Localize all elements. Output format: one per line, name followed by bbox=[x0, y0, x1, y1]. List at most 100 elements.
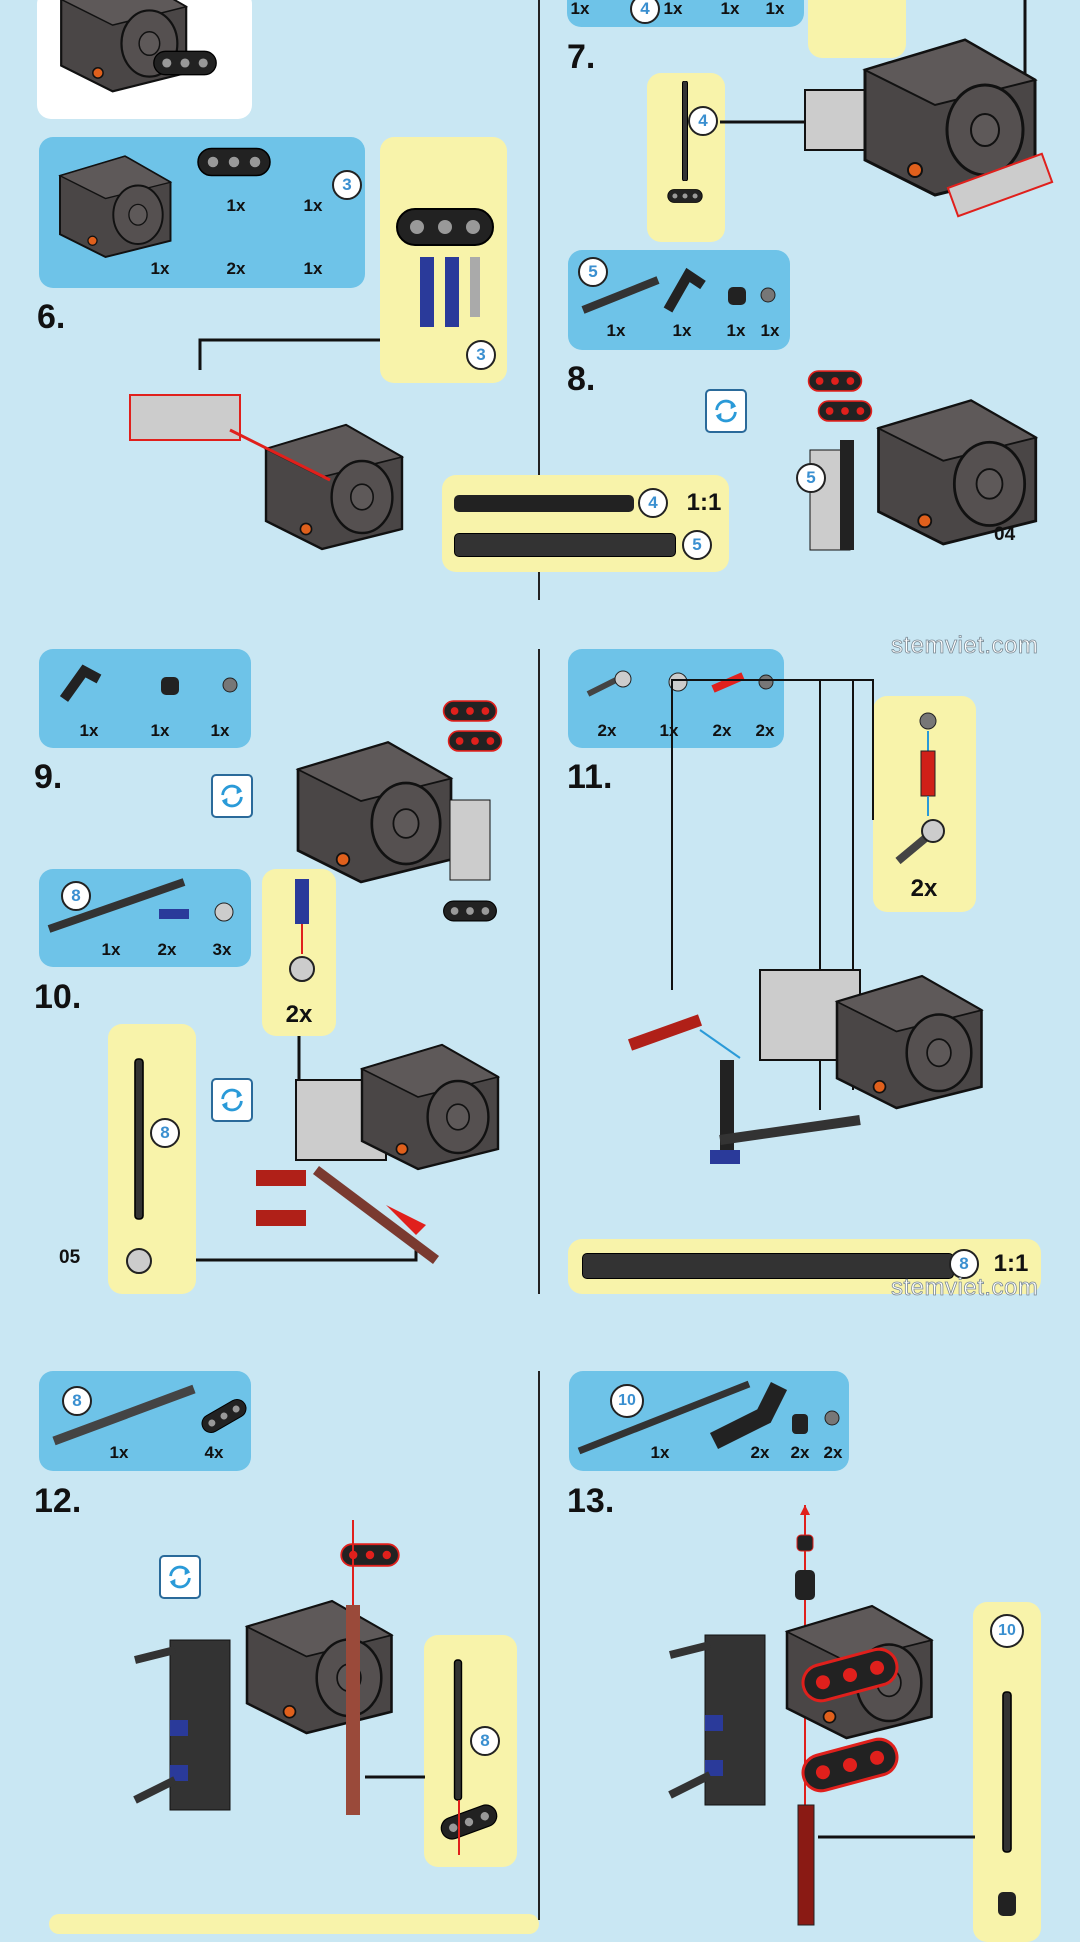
axle-length-badge: 5 bbox=[682, 530, 712, 560]
step-number: 6. bbox=[37, 298, 66, 336]
connector-illustration bbox=[289, 879, 315, 982]
part-count: 4x bbox=[204, 1443, 224, 1462]
part-count: 1x bbox=[150, 721, 170, 740]
subassembly-illustration bbox=[396, 208, 494, 327]
axle-scale-callout bbox=[442, 475, 729, 572]
column-divider bbox=[538, 0, 540, 600]
part-count: 2x bbox=[157, 940, 177, 959]
step-number: 13. bbox=[567, 1482, 615, 1520]
axle-length-badge: 8 bbox=[150, 1118, 180, 1148]
part-icons bbox=[586, 670, 774, 697]
step-6-parts-box bbox=[39, 137, 365, 288]
step-7-parts-box bbox=[567, 0, 804, 27]
part-icons bbox=[59, 664, 238, 702]
model-illustration bbox=[60, 0, 217, 93]
axle-length-badge: 10 bbox=[990, 1614, 1024, 1648]
part-count: 2x bbox=[226, 259, 246, 278]
axle-length-badge: 8 bbox=[61, 881, 91, 911]
step-12-subassembly-callout bbox=[424, 1635, 517, 1867]
part-count: 1x bbox=[210, 721, 230, 740]
axle-length-badge: 3 bbox=[466, 340, 496, 370]
step-7-top-callout bbox=[808, 0, 906, 58]
beam-part-icon bbox=[197, 147, 271, 177]
part-count: 1x bbox=[226, 196, 246, 215]
part-count: 1x bbox=[663, 0, 683, 18]
axle-illustration bbox=[126, 1058, 152, 1274]
part-count: 1x bbox=[760, 321, 780, 340]
watermark: stemviet.com bbox=[891, 1274, 1039, 1302]
step-11-parts-box bbox=[568, 649, 784, 748]
rotate-model-icon bbox=[211, 774, 253, 818]
part-count: 2x bbox=[755, 721, 775, 740]
subassembly-illustration bbox=[895, 712, 945, 865]
sub-page-label: 04 bbox=[994, 524, 1016, 545]
part-count: 2x bbox=[823, 1443, 843, 1462]
sub-page-label: 05 bbox=[59, 1247, 81, 1268]
rotate-model-icon bbox=[705, 389, 747, 433]
step-10-axle-callout bbox=[108, 1024, 196, 1294]
part-count: 2x bbox=[597, 721, 617, 740]
step-13-axle-callout bbox=[973, 1602, 1041, 1942]
motor-part-icon bbox=[58, 155, 172, 259]
part-count: 1x bbox=[606, 321, 626, 340]
axle-length-badge: 3 bbox=[332, 170, 362, 200]
axle-5-scale bbox=[454, 533, 676, 557]
rotate-model-icon bbox=[211, 1078, 253, 1122]
part-count: 2x bbox=[790, 1443, 810, 1462]
step-11-subassembly-callout bbox=[873, 696, 976, 912]
part-count: 1x bbox=[720, 0, 740, 18]
axle-8-scale bbox=[582, 1253, 954, 1279]
axle-length-badge: 8 bbox=[470, 1726, 500, 1756]
step-number: 12. bbox=[34, 1482, 82, 1520]
part-icons bbox=[47, 878, 234, 933]
step-12-model bbox=[133, 1520, 425, 1815]
part-count: 1x bbox=[101, 940, 121, 959]
scale-ratio: 1:1 bbox=[993, 1250, 1029, 1277]
rotate-model-icon bbox=[159, 1555, 201, 1599]
bottom-callout-edge bbox=[49, 1914, 539, 1934]
part-count: 1x bbox=[659, 721, 679, 740]
part-count: 2x bbox=[750, 1443, 770, 1462]
axle-beam-illustration bbox=[437, 1659, 501, 1855]
part-count: 3x bbox=[212, 940, 232, 959]
step-7-model bbox=[720, 0, 1054, 218]
watermark: stemviet.com bbox=[891, 632, 1039, 660]
step-number: 9. bbox=[34, 758, 63, 796]
step-9-parts-box bbox=[39, 649, 251, 748]
previous-step-result bbox=[37, 0, 252, 119]
axle-length-badge: 4 bbox=[638, 488, 668, 518]
part-count: 2x bbox=[712, 721, 732, 740]
step-10-model bbox=[196, 1036, 500, 1264]
part-count: 1x bbox=[303, 259, 323, 278]
part-count: 1x bbox=[303, 196, 323, 215]
axle-length-badge: 8 bbox=[949, 1249, 979, 1279]
part-count: 1x bbox=[150, 259, 170, 278]
column-divider bbox=[538, 649, 540, 1294]
axle-length-badge: 4 bbox=[688, 106, 718, 136]
quantity-label: 2x bbox=[910, 875, 938, 902]
part-icons bbox=[577, 1380, 840, 1455]
column-divider bbox=[538, 1371, 540, 1920]
part-count: 1x bbox=[672, 321, 692, 340]
part-count: 1x bbox=[765, 0, 785, 18]
axle-length-badge: 10 bbox=[610, 1384, 644, 1418]
step-10-connector-callout bbox=[262, 869, 336, 1036]
quantity-label: 2x bbox=[285, 1001, 313, 1028]
part-count: 1x bbox=[650, 1443, 670, 1462]
part-count: 1x bbox=[109, 1443, 129, 1462]
step-number: 7. bbox=[567, 38, 596, 76]
step-9-model bbox=[296, 700, 503, 922]
part-count: 1x bbox=[79, 721, 99, 740]
axle-length-badge: 8 bbox=[62, 1386, 92, 1416]
axle-length-badge: 5 bbox=[796, 463, 826, 493]
axle-illustration bbox=[998, 1690, 1016, 1916]
axle-length-badge: 5 bbox=[578, 257, 608, 287]
step-number: 10. bbox=[34, 978, 82, 1016]
axle-beam-illustration bbox=[667, 81, 703, 204]
axle-4-scale bbox=[454, 495, 634, 512]
step-number: 11. bbox=[567, 758, 613, 796]
step-7-subassembly-callout bbox=[647, 73, 725, 242]
step-number: 8. bbox=[567, 360, 596, 398]
part-icons bbox=[52, 1384, 250, 1446]
axle-length-badge: 4 bbox=[630, 0, 660, 24]
